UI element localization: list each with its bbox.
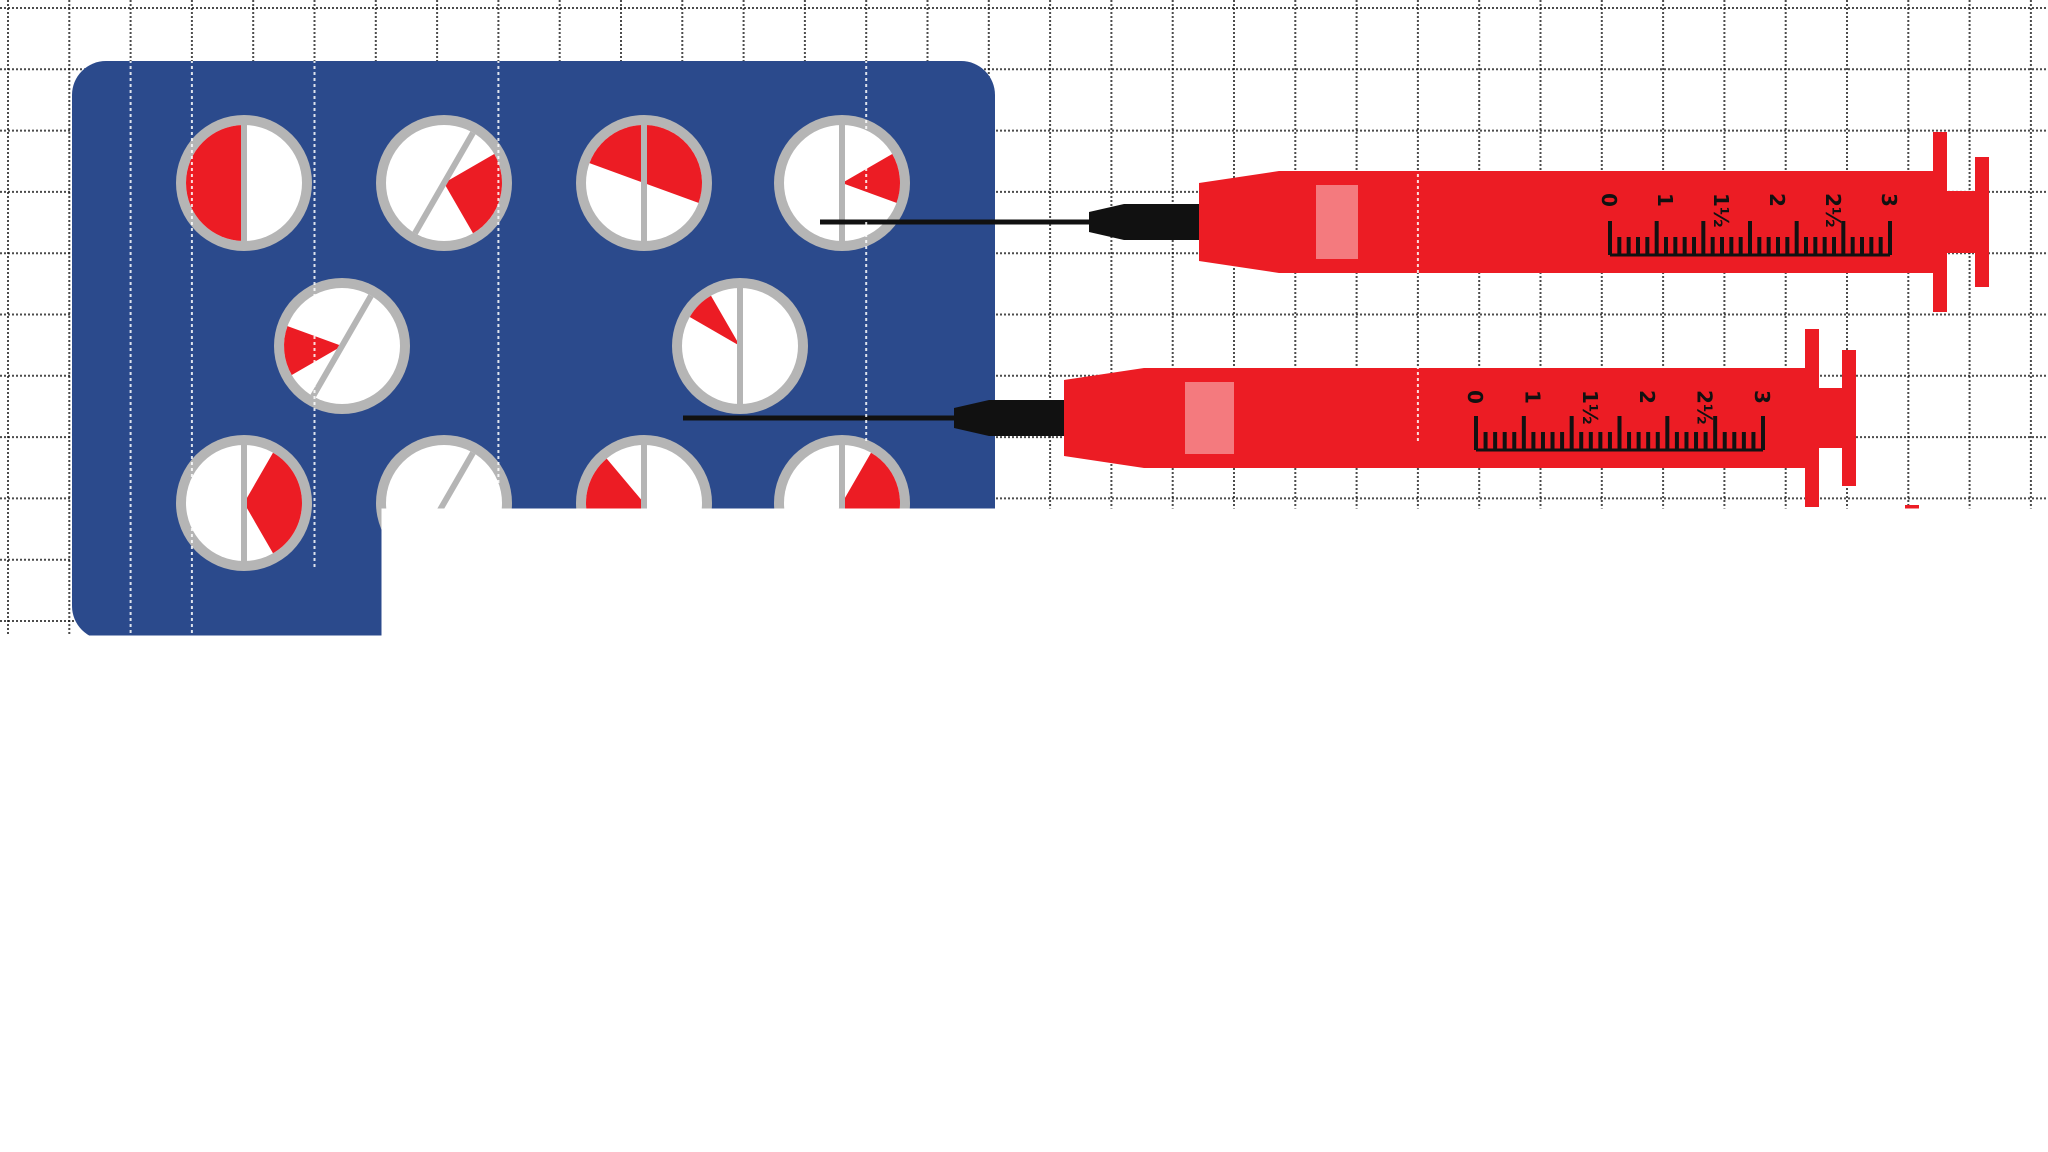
syringe: 0 1 1½ 2 2½ 3 <box>108 686 1852 862</box>
scale-label: 0 <box>1463 390 1487 404</box>
blister-pack <box>72 61 995 640</box>
scale-label: 1 <box>1653 193 1677 207</box>
pill <box>774 115 910 251</box>
finger-flange <box>1905 505 1919 683</box>
scale-label: 3 <box>1877 193 1901 207</box>
scale-label: 0 <box>1580 564 1604 578</box>
pill <box>672 278 808 414</box>
pill <box>576 115 712 251</box>
finger-flange <box>1933 132 1947 312</box>
scale-label: 2½ <box>1821 193 1845 228</box>
pill <box>774 435 910 571</box>
scale-label: 1½ <box>1709 193 1733 228</box>
scale-label: 2½ <box>1119 746 1143 781</box>
needle-hub <box>376 977 486 1013</box>
pill <box>176 435 312 571</box>
pill <box>176 115 312 251</box>
plunger-thumb-rest <box>1942 527 1956 661</box>
scale-label: 0 <box>895 967 919 981</box>
scale-label: 1½ <box>1007 746 1031 781</box>
scale-label: 1 <box>1637 564 1661 578</box>
finger-flange <box>1805 329 1819 507</box>
plunger-rod <box>1242 962 1877 1028</box>
barrel-window <box>1316 185 1358 259</box>
plunger-rod <box>1819 388 1842 448</box>
plunger-thumb-rest <box>1838 706 1852 842</box>
scale-label: 2½ <box>1810 564 1834 599</box>
scale-label: 1 <box>951 746 975 760</box>
scale-label: 2 <box>1063 967 1087 981</box>
pill <box>576 435 712 571</box>
scale-label: 1½ <box>1007 967 1031 1002</box>
scale-label: 0 <box>895 746 919 760</box>
needle-hub <box>1089 204 1199 240</box>
scale-label: 2 <box>1752 564 1776 578</box>
scale-label: 1½ <box>1695 564 1719 599</box>
scale-label: 2½ <box>1119 967 1143 1002</box>
needle-hub <box>376 756 486 792</box>
scale-label: 1 <box>951 967 975 981</box>
pill <box>376 115 512 251</box>
needle-hub <box>954 400 1064 436</box>
plunger-rod <box>1947 191 1975 253</box>
pill <box>274 278 410 414</box>
scale-label: 3 <box>1175 746 1199 760</box>
syringe: 011½22½3 <box>820 132 1989 312</box>
barrel-window <box>1185 382 1234 454</box>
scale-label: 3 <box>1175 967 1199 981</box>
scale-label: 2½ <box>1693 390 1717 425</box>
scale-label: 2 <box>1635 390 1659 404</box>
plunger-thumb-rest <box>1975 157 1989 287</box>
plunger-thumb-rest <box>1842 350 1856 486</box>
pill <box>376 435 512 571</box>
scale-label: 1½ <box>1578 390 1602 425</box>
scale-label: 0 <box>1597 193 1621 207</box>
scale-label: 3 <box>1867 564 1891 578</box>
plunger-thumb-rest <box>1877 929 1891 1061</box>
needle-hub <box>1052 576 1162 612</box>
scale-label: 3 <box>1750 390 1774 404</box>
finger-flange <box>1228 907 1242 1083</box>
scale-label: 2 <box>1063 746 1087 760</box>
plunger-rod <box>1919 562 1942 626</box>
